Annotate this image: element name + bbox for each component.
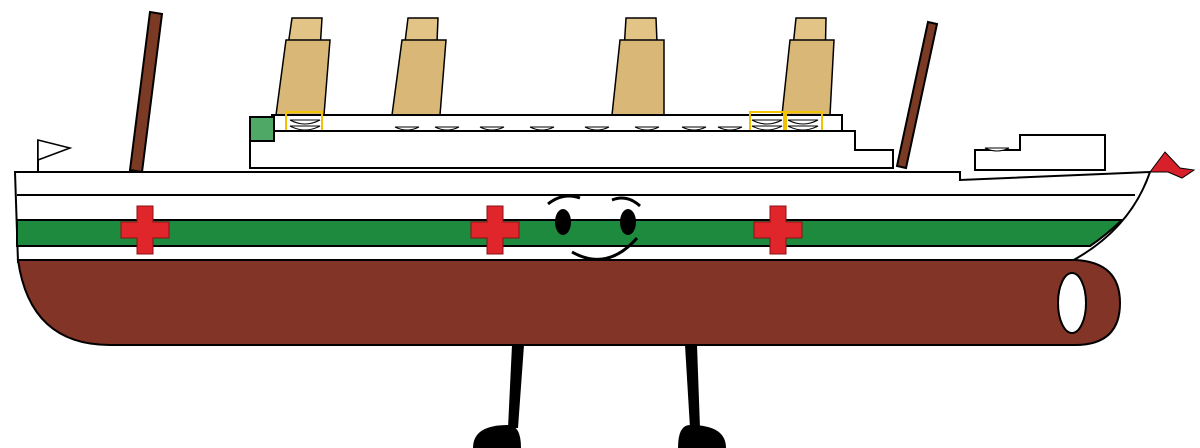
smiley-face-icon xyxy=(547,194,642,261)
hull-opening xyxy=(1057,272,1087,334)
red-cross-icon xyxy=(470,205,520,255)
lower-hull xyxy=(16,259,1122,346)
upper-hull xyxy=(13,170,1152,263)
superstructure xyxy=(249,114,1106,171)
funnel-3 xyxy=(611,17,665,116)
bow-flag-icon xyxy=(1149,151,1196,179)
legs xyxy=(473,345,726,448)
lifeboat-frames xyxy=(285,111,823,130)
fore-mast xyxy=(128,10,164,174)
funnel-2 xyxy=(391,17,447,116)
funnels xyxy=(275,17,835,116)
lifeboats xyxy=(289,119,1010,152)
funnel-1 xyxy=(275,17,331,116)
window-square xyxy=(249,116,275,142)
green-stripe xyxy=(16,219,1125,247)
red-cross-icon xyxy=(753,205,803,255)
funnel-4 xyxy=(781,17,835,116)
flag-icon xyxy=(37,139,73,172)
aft-mast xyxy=(895,20,939,170)
red-cross-icon xyxy=(120,205,170,255)
